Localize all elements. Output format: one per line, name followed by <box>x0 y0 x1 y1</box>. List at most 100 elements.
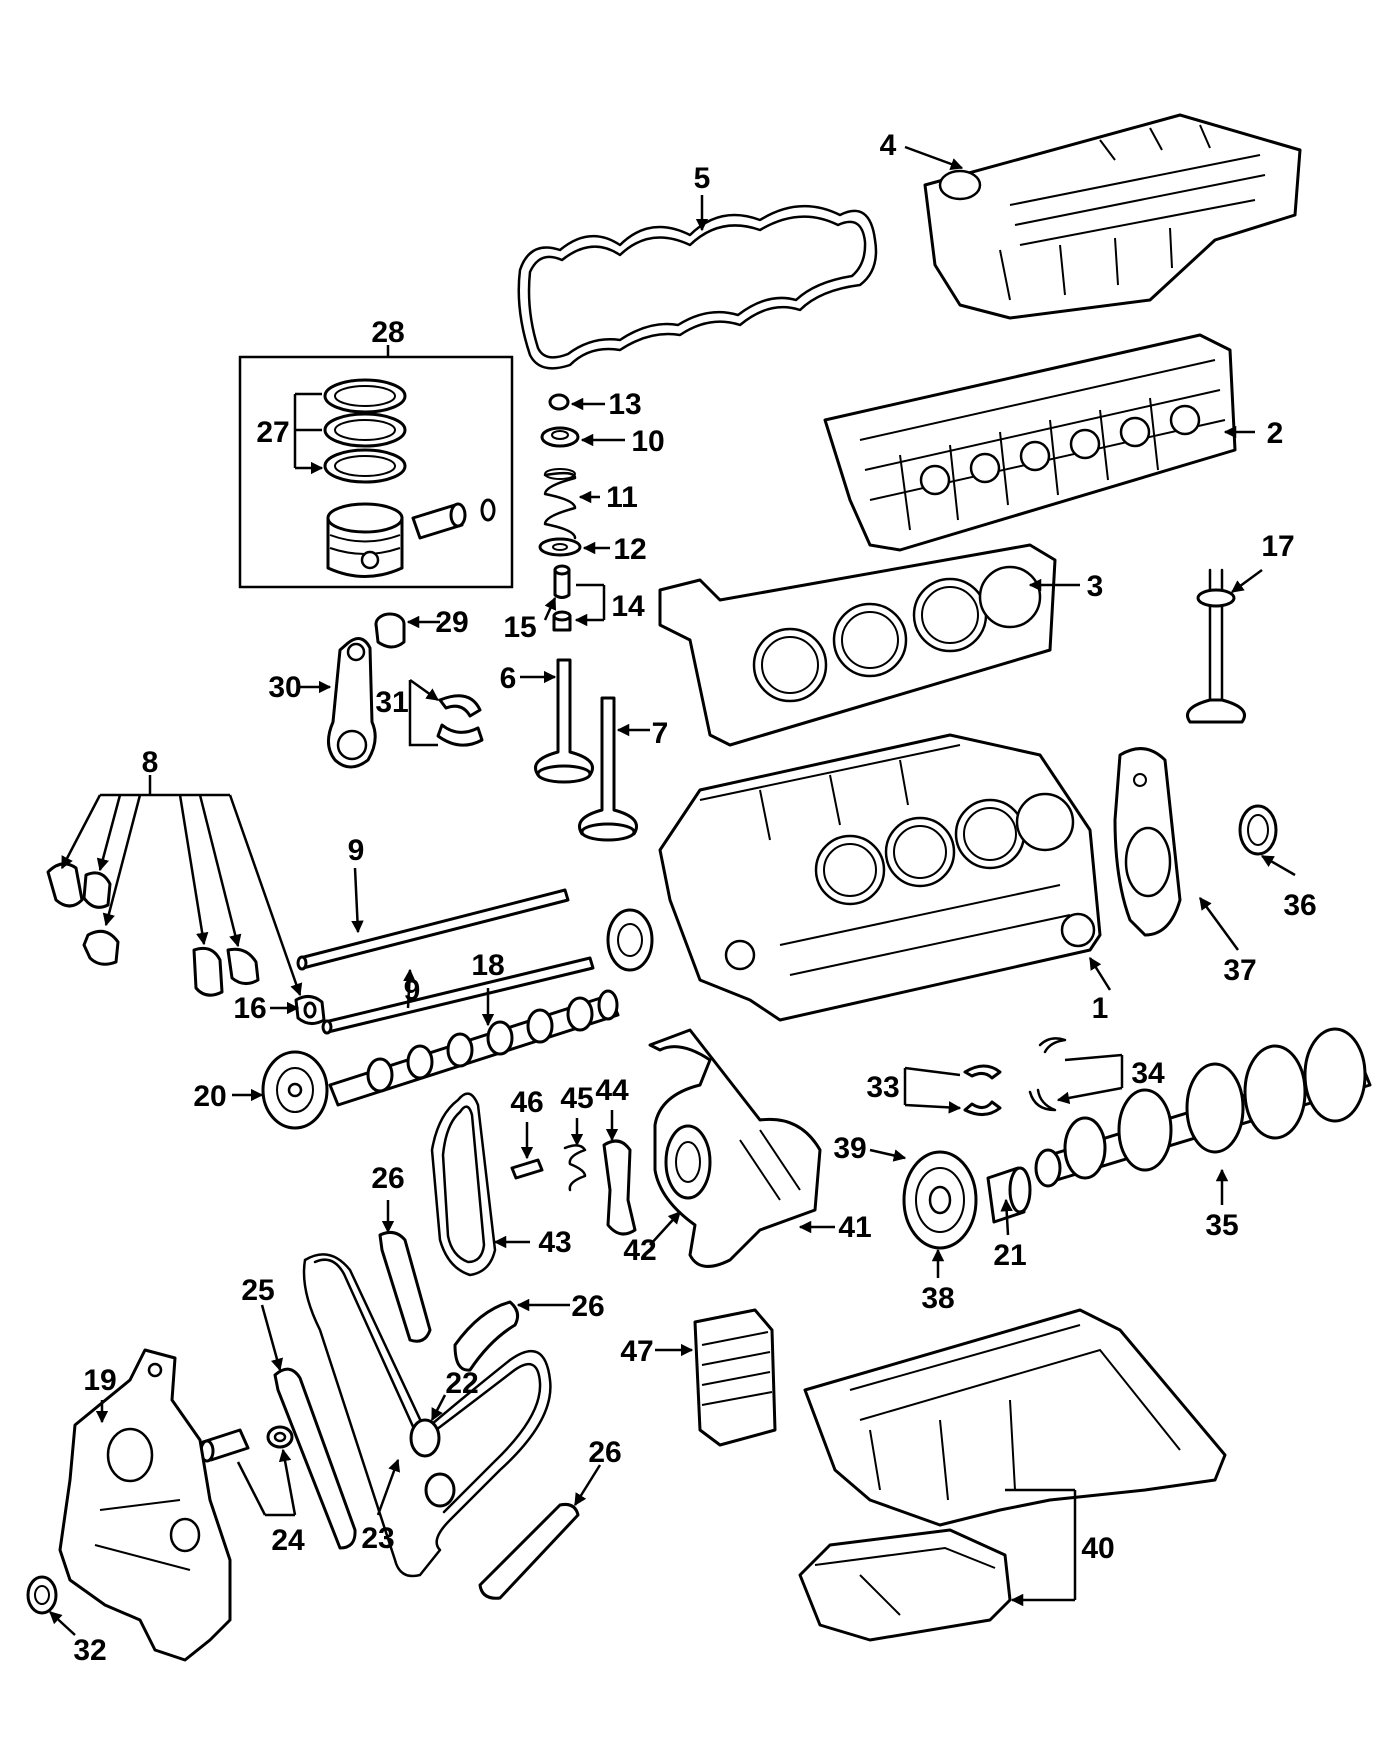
main-bearing-upper-part <box>963 1064 1002 1116</box>
connecting-rod-part <box>327 637 377 769</box>
leader-31 <box>408 678 438 747</box>
exhaust-valve-part <box>578 696 638 842</box>
callout-34: 34 <box>1131 1057 1165 1090</box>
callout-18: 18 <box>471 949 504 982</box>
cylinder-head-part <box>823 333 1237 552</box>
callout-47: 47 <box>620 1335 653 1368</box>
chain-guide-upper-part <box>378 1230 432 1343</box>
oil-pump-chain-guide-part <box>602 1139 637 1236</box>
valve-cover-part <box>923 113 1302 320</box>
leader-40 <box>1005 1488 1077 1600</box>
callout-21: 21 <box>993 1239 1026 1272</box>
leader-23 <box>376 1458 401 1516</box>
leader-39 <box>869 1148 907 1162</box>
engine-block-part <box>658 733 1102 1022</box>
leader-32 <box>49 1611 76 1636</box>
valve-keeper-part <box>548 393 570 411</box>
valve-guide-part <box>553 564 571 599</box>
callout-10: 10 <box>631 425 664 458</box>
oil-cooler-part <box>693 1308 777 1447</box>
valve-seal-17-part <box>1186 568 1246 724</box>
leader-8b <box>96 794 122 872</box>
rod-bearing-part <box>436 694 484 747</box>
oil-pan-lower-part <box>798 1528 1012 1642</box>
callout-33: 33 <box>866 1071 899 1104</box>
lower-sprocket-part <box>424 1472 456 1508</box>
piston-kit-box <box>238 355 514 589</box>
leader-21 <box>1000 1198 1013 1236</box>
callout-32: 32 <box>73 1634 106 1667</box>
callout-26c: 26 <box>588 1436 621 1469</box>
callout-30: 30 <box>268 671 301 704</box>
callout-16: 16 <box>233 992 266 1025</box>
oil-pump-chain-part <box>430 1092 497 1277</box>
leader-8e <box>198 794 242 948</box>
leader-42 <box>649 1211 681 1246</box>
chain-tensioner-part <box>199 1425 294 1463</box>
leader-14 <box>576 583 606 620</box>
leader-26c <box>573 1464 602 1507</box>
callout-26b: 26 <box>571 1290 604 1323</box>
leader-22 <box>430 1394 447 1422</box>
leader-36 <box>1260 854 1296 877</box>
leader-15 <box>543 596 557 621</box>
piston-part <box>326 502 404 578</box>
leader-24 <box>236 1450 297 1517</box>
callout-41: 41 <box>838 1211 871 1244</box>
callout-31: 31 <box>375 686 408 719</box>
callout-4: 4 <box>880 129 897 162</box>
callout-40: 40 <box>1081 1532 1114 1565</box>
valve-stem-seal-part <box>552 610 572 632</box>
valve-cover-gasket-part <box>517 204 878 370</box>
lifter-16-part <box>303 1001 317 1019</box>
callout-26a: 26 <box>371 1162 404 1195</box>
leader-8d <box>178 794 209 946</box>
crankshaft-part <box>1034 1027 1372 1188</box>
rear-main-seal-part <box>1238 804 1278 856</box>
crank-pulley-part <box>902 1150 978 1250</box>
leader-37 <box>1198 896 1240 951</box>
callout-24: 24 <box>271 1524 305 1557</box>
callout-44: 44 <box>595 1074 629 1107</box>
callout-3: 3 <box>1087 570 1104 603</box>
cam-phaser-part <box>606 908 654 972</box>
callout-19: 19 <box>83 1364 116 1397</box>
callout-37: 37 <box>1223 954 1256 987</box>
callout-42: 42 <box>623 1234 656 1267</box>
callout-29: 29 <box>435 606 468 639</box>
camshaft-part <box>328 989 620 1107</box>
callout-28: 28 <box>371 316 404 349</box>
head-gasket-part <box>658 543 1057 747</box>
callout-23: 23 <box>361 1522 394 1555</box>
callout-8: 8 <box>142 746 159 779</box>
callout-7: 7 <box>652 717 669 750</box>
callout-6: 6 <box>500 662 517 695</box>
callout-43: 43 <box>538 1226 571 1259</box>
callout-17: 17 <box>1261 530 1294 563</box>
callout-12: 12 <box>613 533 646 566</box>
callout-39: 39 <box>833 1132 866 1165</box>
oil-pump-part <box>648 1028 822 1268</box>
chain-guide-lower-part <box>478 1503 580 1600</box>
pin-46-part <box>510 1158 544 1180</box>
tensioner-rail-part <box>273 1367 357 1550</box>
callout-9a: 9 <box>348 834 365 867</box>
callout-13: 13 <box>608 388 641 421</box>
callout-14: 14 <box>611 590 645 623</box>
valve-spring-seat-part <box>538 537 582 557</box>
leader-27 <box>293 392 322 468</box>
idler-sprocket-22-part <box>409 1418 441 1458</box>
cam-sprocket-part <box>261 1050 329 1130</box>
rocker-shaft-upper-part <box>296 888 570 971</box>
callout-1: 1 <box>1092 992 1109 1025</box>
piston-pin-part <box>411 498 496 540</box>
callout-20: 20 <box>193 1080 226 1113</box>
leader-1 <box>1088 956 1112 991</box>
intake-valve-part <box>534 658 594 784</box>
leader-25 <box>260 1304 284 1372</box>
oil-pan-upper-part <box>803 1308 1227 1527</box>
callout-36: 36 <box>1283 889 1316 922</box>
callout-15: 15 <box>503 611 536 644</box>
valve-spring-part <box>543 468 577 540</box>
